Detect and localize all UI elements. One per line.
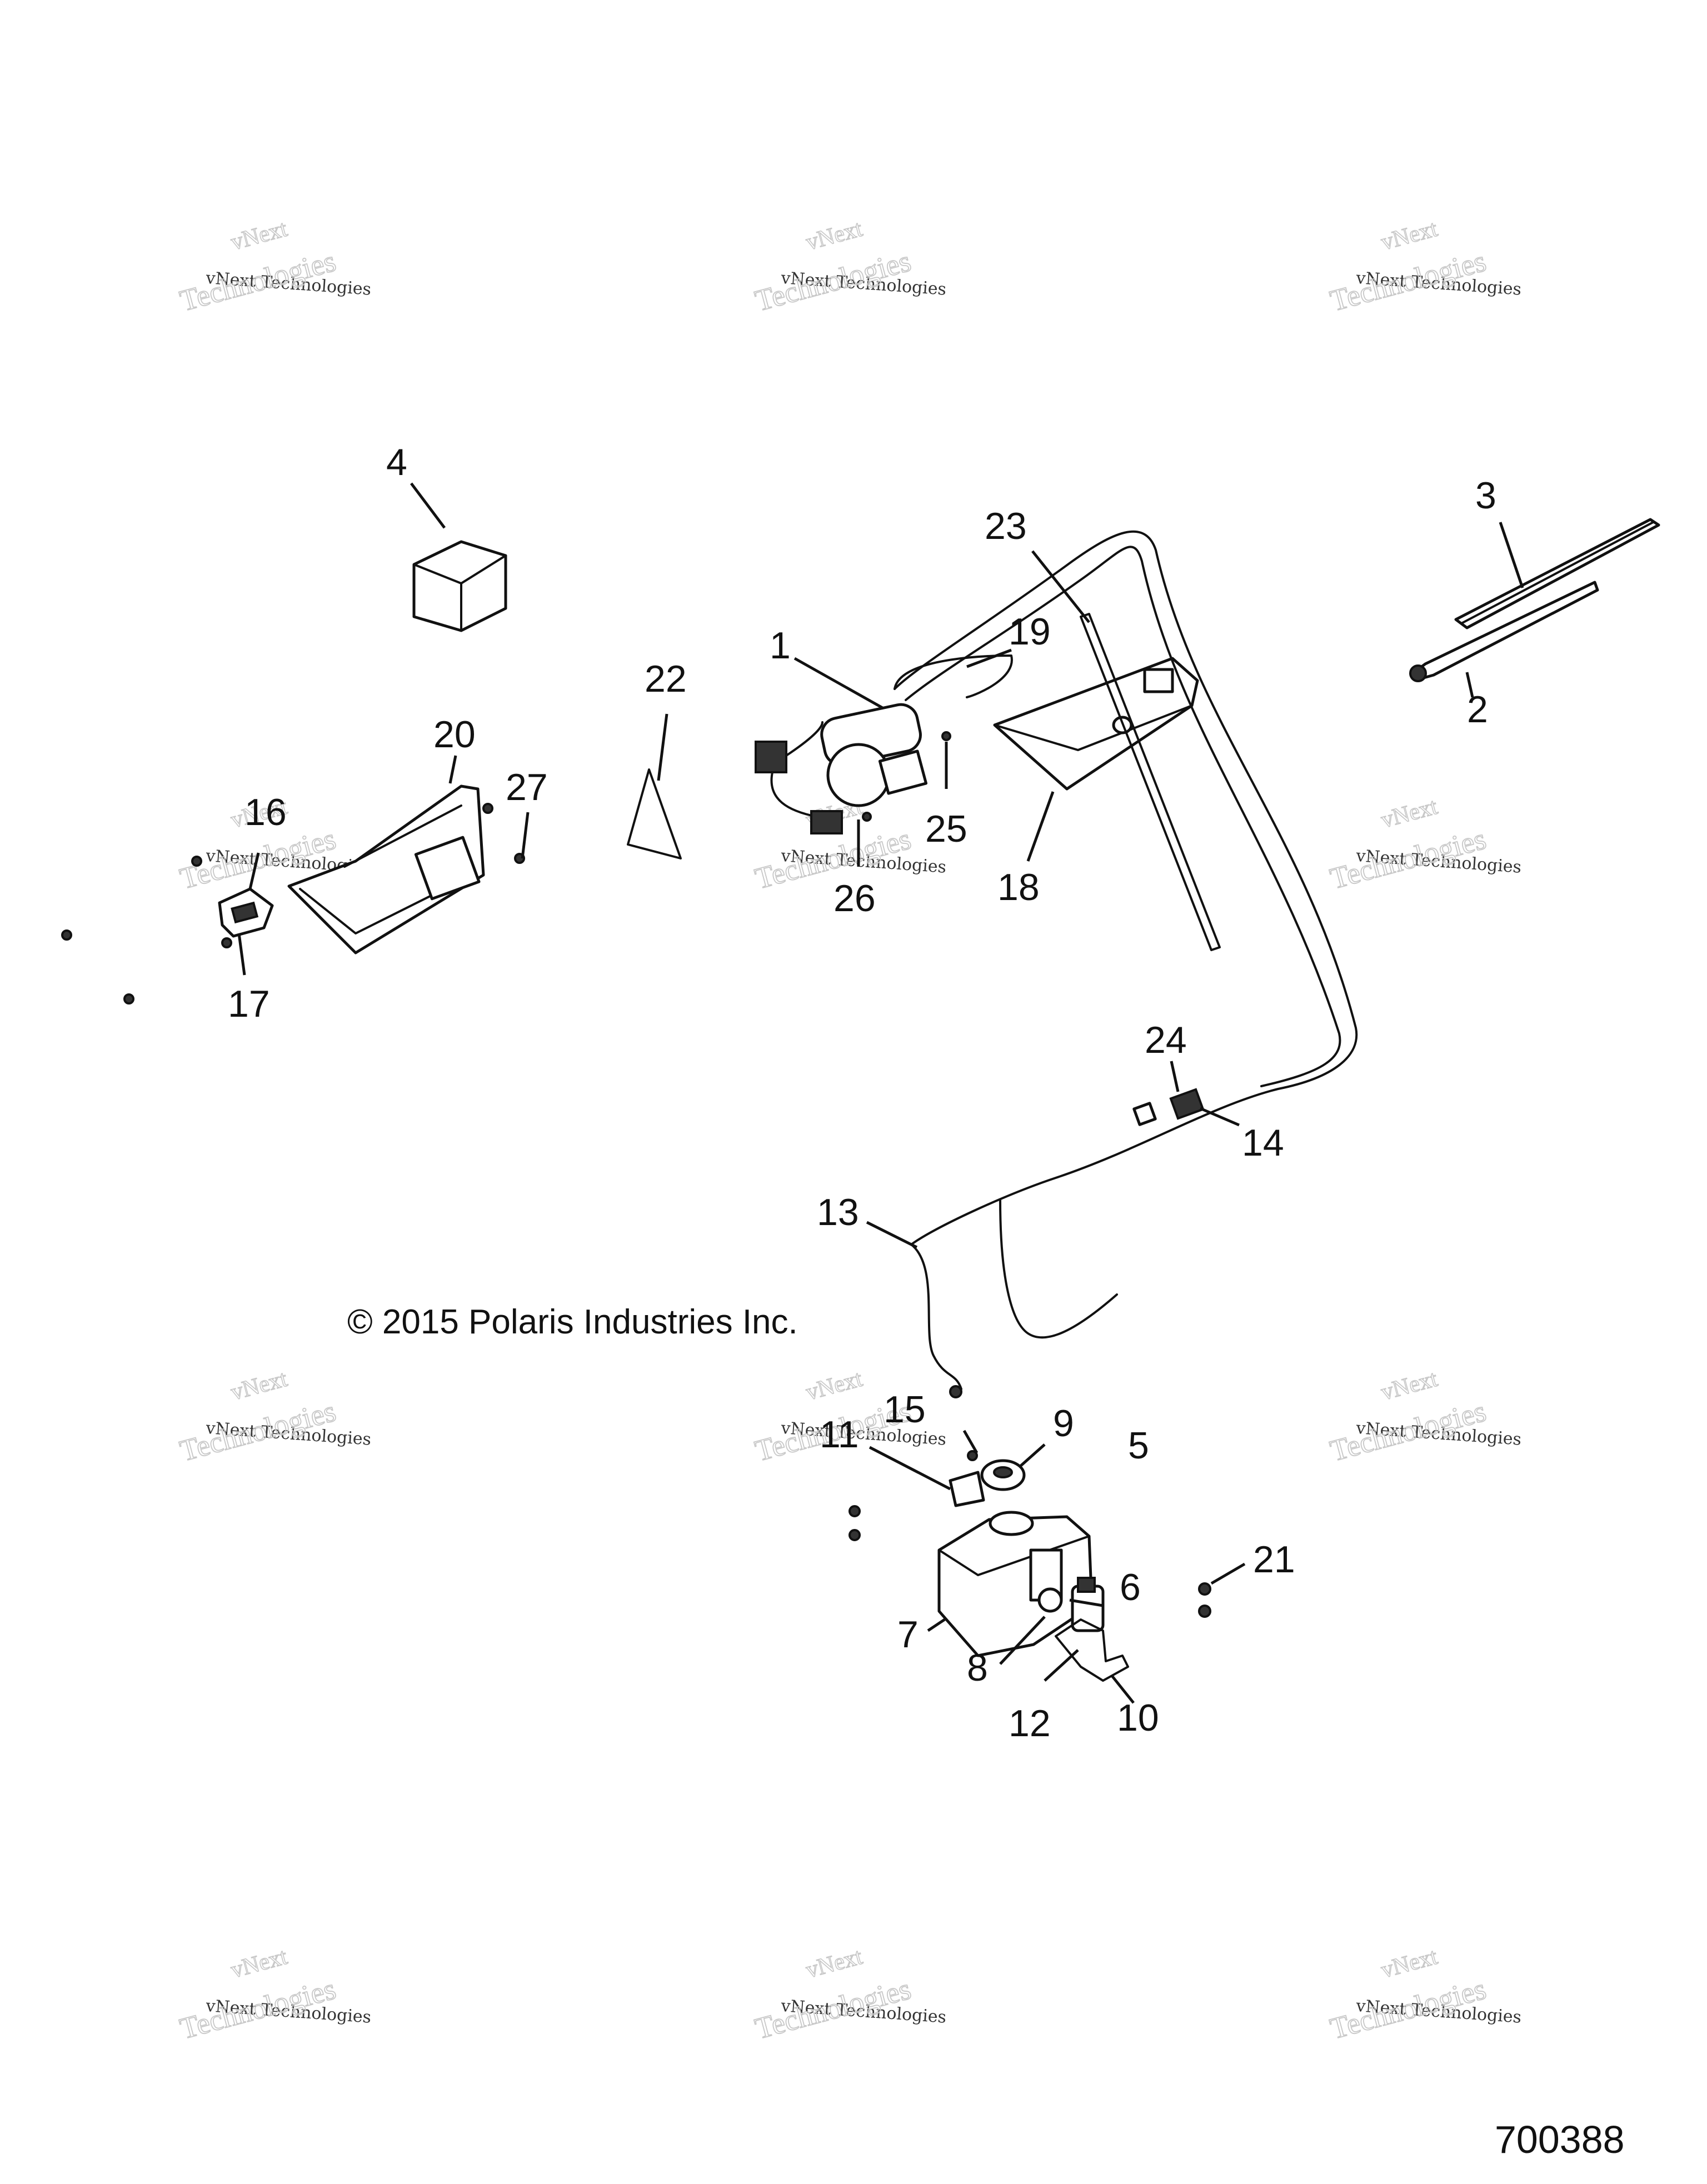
watermark-line1: vNext (1379, 794, 1440, 833)
watermark-line3: Technologies (1327, 244, 1490, 317)
part-8-grommet (1037, 1587, 1063, 1613)
part-10-bracket (1055, 1618, 1129, 1682)
callout-6: 6 (1120, 1566, 1141, 1608)
callout-8: 8 (967, 1647, 988, 1689)
watermark-line1: vNext (228, 1944, 290, 1983)
callout-26: 26 (833, 877, 876, 919)
callout-18: 18 (997, 866, 1040, 908)
part-20-housing (287, 784, 485, 954)
part-2-wiper-arm (1409, 581, 1599, 682)
callout-15: 15 (884, 1388, 926, 1431)
watermark-line1: vNext (228, 1366, 290, 1406)
callout-19: 19 (1009, 611, 1051, 653)
part-14-connector (1132, 1088, 1205, 1126)
callout-13: 13 (817, 1191, 859, 1233)
watermark-line3: Technologies (752, 244, 915, 317)
part-16-switch (218, 887, 274, 938)
watermark-line1: vNext (803, 1366, 865, 1406)
leader-lines (237, 482, 1524, 1704)
watermark-line1: vNext (228, 216, 290, 256)
fasteners (61, 731, 1211, 1618)
watermark-line3: Technologies (1327, 1394, 1490, 1467)
watermark-line1: vNext (1379, 1366, 1440, 1406)
callout-24: 24 (1145, 1019, 1187, 1061)
callout-20: 20 (433, 713, 476, 756)
callout-17: 17 (228, 983, 270, 1025)
watermark-line3: Technologies (1327, 1972, 1490, 2045)
callout-1: 1 (770, 624, 791, 667)
callout-10: 10 (1117, 1697, 1159, 1739)
part-11-bracket (949, 1471, 985, 1507)
callout-7: 7 (897, 1613, 919, 1656)
callout-5: 5 (1128, 1425, 1149, 1467)
callout-21: 21 (1253, 1538, 1295, 1581)
callout-11: 11 (820, 1413, 859, 1456)
part-1-wiper-motor (755, 703, 928, 834)
part-9-cap (980, 1459, 1026, 1491)
callout-27: 27 (506, 766, 548, 808)
callout-4: 4 (386, 441, 407, 483)
watermark-line1: vNext (1379, 216, 1440, 256)
watermark-line3: Technologies (177, 1972, 340, 2045)
watermark-line3: Technologies (177, 244, 340, 317)
figure-number: 700388 (1495, 2118, 1625, 2161)
watermark-line3: Technologies (752, 1972, 915, 2045)
part-7-reservoir (937, 1511, 1094, 1657)
part-3-wiper-blade (1454, 518, 1660, 629)
callout-22: 22 (645, 658, 687, 700)
part-4-box (412, 540, 507, 632)
watermark-line1: vNext (803, 1944, 865, 1983)
part-22-gasket (627, 768, 682, 859)
callout-12: 12 (1009, 1702, 1051, 1745)
callout-3: 3 (1475, 474, 1496, 517)
watermark-line3: Technologies (1327, 822, 1490, 895)
callout-23: 23 (985, 505, 1027, 547)
part-18-cover (993, 657, 1199, 791)
callout-9: 9 (1053, 1402, 1074, 1445)
copyright-notice: © 2015 Polaris Industries Inc. (347, 1303, 798, 1341)
callout-16: 16 (244, 791, 287, 833)
callout-2: 2 (1467, 688, 1488, 731)
callout-25: 25 (925, 808, 967, 850)
part-13-hose (894, 530, 1358, 1390)
callout-14: 14 (1242, 1122, 1284, 1164)
callout-labels: 1 2 3 4 5 6 7 8 9 10 11 12 13 14 15 16 1… (228, 441, 1496, 1745)
watermark-line1: vNext (1379, 1944, 1440, 1983)
watermark-line1: vNext (803, 216, 865, 256)
watermark-line3: Technologies (177, 1394, 340, 1467)
part-23-trim-strip (1080, 613, 1221, 951)
